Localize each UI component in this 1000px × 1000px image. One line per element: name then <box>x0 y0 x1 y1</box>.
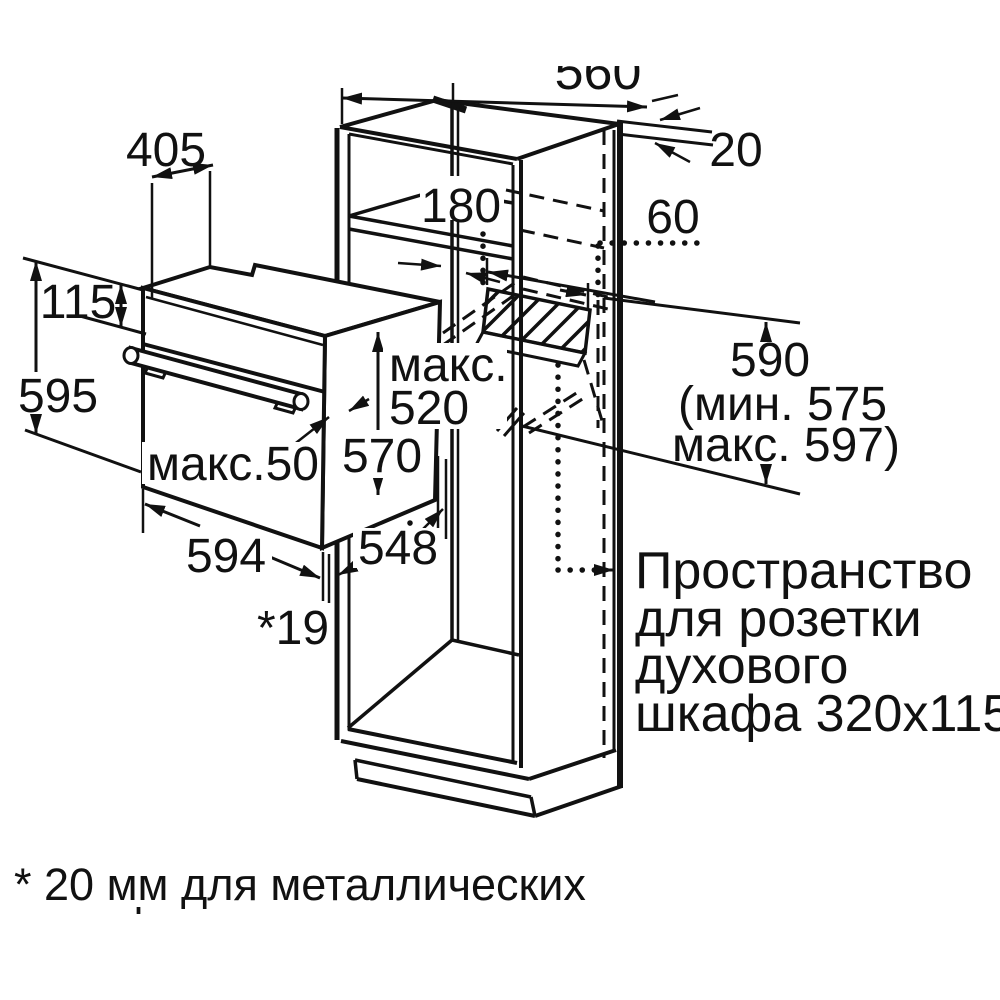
dimension-label-590: 590 <box>730 334 810 387</box>
dim-405: 405 <box>126 124 214 298</box>
dim-590: 590 (мин. 575 макс. 597) <box>521 296 900 496</box>
dimension-label-590-max: макс. 597) <box>672 419 900 472</box>
dimension-label-594: 594 <box>186 530 266 583</box>
dimension-label-560: 560 <box>555 43 642 101</box>
dimension-label-19: *19 <box>257 602 329 655</box>
dim-max520: макс. 520 <box>348 258 656 435</box>
socket-note-line4: шкафа 320x115 <box>635 685 1000 743</box>
dim-560: 560 <box>340 43 679 124</box>
dimension-label-548: 548 <box>358 522 438 575</box>
dim-594: 594 <box>141 489 321 583</box>
dim-19: *19 <box>257 552 331 655</box>
dimension-label-590-min: (мин. 575 <box>678 378 887 431</box>
socket-note-line2: для розетки <box>635 590 922 648</box>
break-mark <box>502 412 526 437</box>
socket-leader <box>555 362 614 576</box>
dim-20: 20 <box>616 106 763 177</box>
dimension-label-595: 595 <box>18 370 98 423</box>
socket-note: Пространство для розетки духового шкафа … <box>635 542 1000 743</box>
dimension-label-180: 180 <box>421 180 501 233</box>
dim-115-595: 115 595 <box>14 256 147 474</box>
dimension-label-max: макс. <box>389 339 508 392</box>
footnote: * 20 мм для металлических фронтальных па… <box>14 859 593 950</box>
dim-548: 548 <box>337 456 448 577</box>
dim-max50: макс.50 <box>142 416 330 491</box>
dimension-label-20: 20 <box>709 124 762 177</box>
dim-570: 570 <box>336 332 428 495</box>
dimension-label-405: 405 <box>126 124 206 177</box>
cabinet-plinth <box>340 727 623 818</box>
control-panel-edge <box>142 342 326 394</box>
footnote-line2-clipped: фронтальных панелей <box>120 899 593 950</box>
dimension-label-570: 570 <box>342 430 422 483</box>
socket-note-line1: Пространство <box>635 542 972 600</box>
socket-note-line3: духового <box>635 637 848 695</box>
dimension-label-115: 115 <box>40 276 117 329</box>
dimension-label-520: 520 <box>389 382 469 435</box>
dim-180: 180 <box>397 176 504 289</box>
dimension-label-60: 60 <box>646 191 699 244</box>
dim-60: 60 <box>595 191 709 301</box>
oven-handle <box>122 345 310 415</box>
dimension-label-max50: макс.50 <box>147 438 319 491</box>
footnote-line1: * 20 мм для металлических <box>14 859 586 910</box>
